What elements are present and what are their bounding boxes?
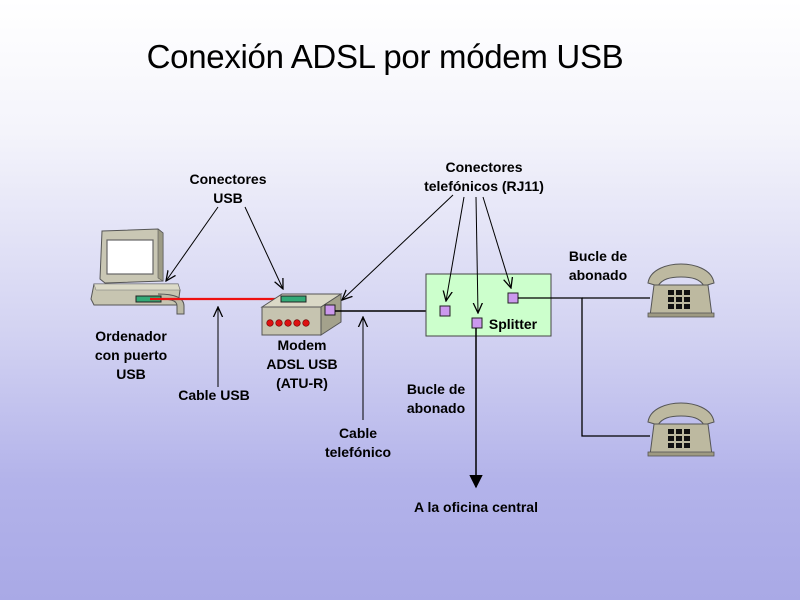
label-line: Bucle de (568, 248, 628, 264)
label-line: telefónico (324, 444, 392, 460)
annotation-arrows (166, 194, 511, 420)
label-phone-cable: Cable telefónico (312, 424, 404, 462)
label-line: USB (116, 366, 146, 382)
telephone-icon (647, 402, 715, 457)
splitter-phone-port (507, 292, 519, 304)
label-central-office: A la oficina central (414, 499, 538, 515)
label-splitter: Splitter (488, 316, 538, 332)
label-line: abonado (568, 267, 628, 283)
splitter-line-port (471, 317, 483, 329)
modem-rj11-port (324, 304, 336, 316)
label-line: telefónicos (RJ11) (424, 178, 544, 194)
label-phone-connectors: Conectores telefónicos (RJ11) (405, 158, 563, 196)
label-line: Conectores (189, 171, 267, 187)
label-line: Modem (277, 337, 327, 353)
modem-icon (260, 293, 343, 336)
label-computer: Ordenador con puerto USB (78, 327, 184, 384)
label-subscriber-loop-center: Bucle de abonado (392, 380, 480, 418)
modem-usb-port (280, 295, 307, 303)
label-usb-connectors: Conectores USB (168, 170, 288, 208)
label-line: ADSL USB (266, 356, 338, 372)
label-line: con puerto (94, 347, 168, 363)
label-line: Bucle de (406, 381, 466, 397)
label-usb-cable: Cable USB (178, 387, 250, 403)
phone-line-wire (518, 297, 650, 437)
label-line: Conectores (445, 159, 523, 175)
label-line: (ATU-R) (276, 375, 328, 391)
label-modem: Modem ADSL USB (ATU-R) (250, 336, 354, 393)
label-subscriber-loop-right: Bucle de abonado (553, 247, 643, 285)
label-line: USB (213, 190, 243, 206)
label-line: Ordenador (95, 328, 167, 344)
splitter-box (425, 273, 552, 337)
telephone-icon (647, 263, 715, 318)
computer-icon (90, 228, 185, 315)
label-line: abonado (406, 400, 466, 416)
slide-title: Conexión ADSL por módem USB (146, 38, 624, 75)
label-line: Cable (338, 425, 378, 441)
splitter-modem-port (439, 305, 451, 317)
